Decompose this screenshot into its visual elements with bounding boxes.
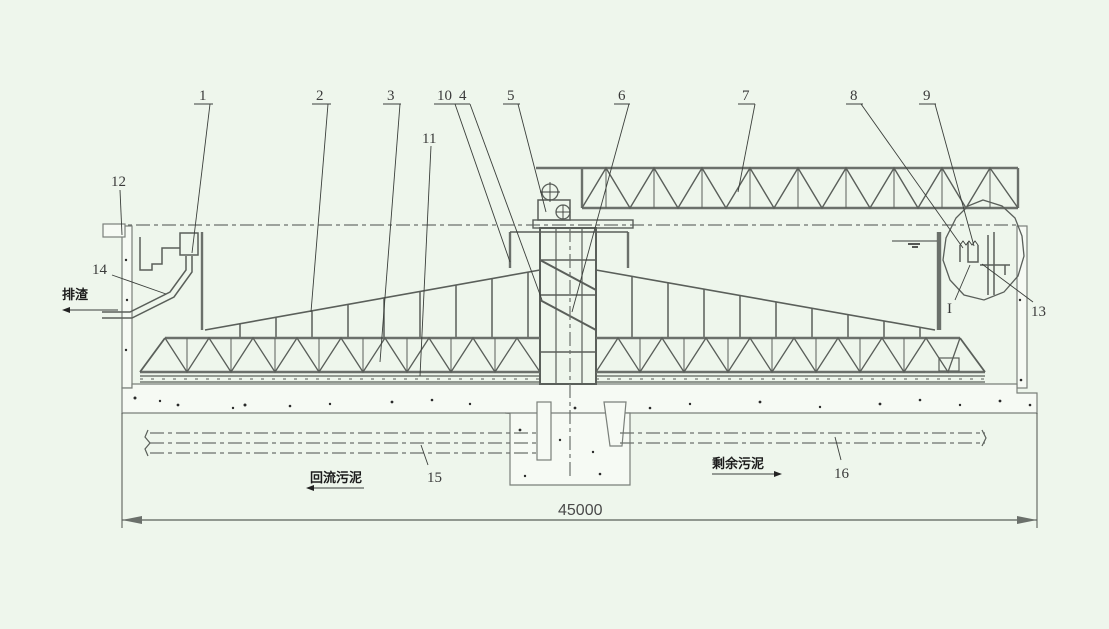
scum-system — [62, 232, 199, 319]
callout-7: 7 — [742, 88, 750, 104]
scraper-truss-right — [595, 336, 986, 374]
callout-4: 4 — [459, 88, 467, 104]
sludge-pipe-sleeve — [536, 401, 552, 461]
scum-discharge-arrowhead — [62, 307, 70, 313]
right-tank-wall — [1016, 225, 1028, 389]
callout-9: 9 — [923, 88, 931, 104]
excess-sludge-label: 剩余污泥 — [712, 456, 764, 472]
tank-structure — [102, 223, 1038, 486]
callout-5: 5 — [507, 88, 515, 104]
weir-detail — [892, 199, 1025, 330]
sludge-pipes — [144, 429, 987, 491]
suction-pipes — [140, 375, 985, 383]
callout-16: 16 — [834, 466, 850, 482]
leader-lines — [111, 103, 1034, 466]
overall-width-dimension: 45000 — [558, 502, 603, 519]
callout-2: 2 — [316, 88, 324, 104]
callout-labels: 1 2 3 10 4 5 6 7 8 9 11 12 13 14 15 16 I… — [62, 88, 1046, 519]
scraper-truss-left — [139, 336, 541, 374]
callout-1: 1 — [199, 88, 207, 104]
callout-3: 3 — [387, 88, 395, 104]
detail-label-I: I — [947, 301, 952, 317]
sludge-hopper — [603, 401, 627, 447]
center-column — [508, 227, 630, 480]
callout-15: 15 — [427, 470, 442, 486]
return-sludge-label: 回流污泥 — [310, 470, 362, 486]
detail-circle-I — [942, 199, 1025, 301]
scum-box — [179, 232, 199, 256]
tie-rod-frames — [204, 269, 936, 338]
drive-bridge-truss — [536, 166, 1020, 210]
overall-dimension — [121, 413, 1038, 528]
scum-pipe-upper — [102, 256, 187, 313]
left-tank-wall — [121, 225, 133, 389]
callout-13: 13 — [1031, 304, 1046, 320]
scum-pipe-lower — [102, 256, 193, 319]
concrete-aggregate — [124, 258, 1032, 478]
callout-10: 10 — [437, 88, 452, 104]
callout-11: 11 — [422, 131, 436, 147]
effluent-launder — [102, 223, 126, 238]
scum-discharge-label: 排渣 — [62, 287, 89, 303]
callout-14: 14 — [92, 262, 108, 278]
callout-8: 8 — [850, 88, 858, 104]
callout-6: 6 — [618, 88, 626, 104]
scum-skimmer — [139, 237, 180, 271]
callout-12: 12 — [111, 174, 126, 190]
